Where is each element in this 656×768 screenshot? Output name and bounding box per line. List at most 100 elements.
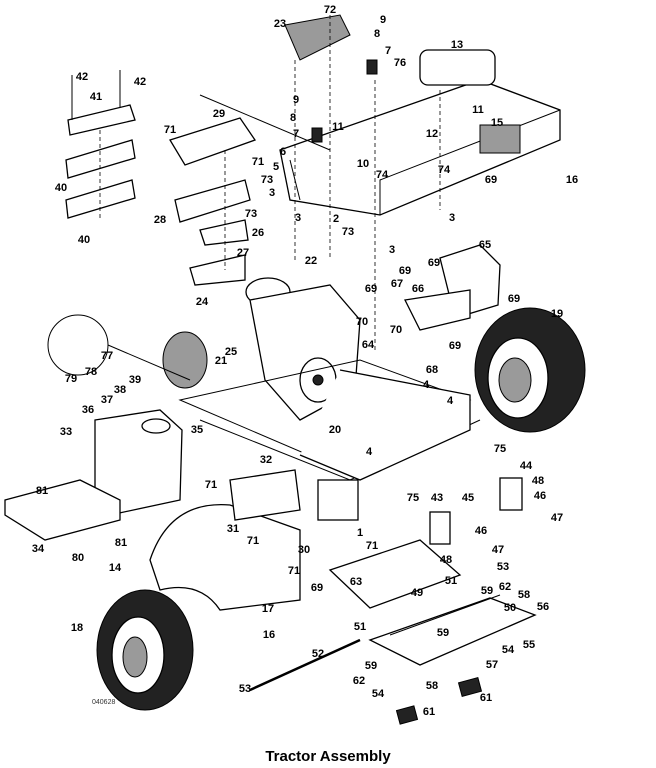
- callout-33: 33: [60, 426, 72, 438]
- callout-62: 62: [353, 675, 365, 687]
- callout-4: 4: [447, 395, 454, 407]
- callout-5: 5: [273, 161, 279, 173]
- callout-3: 3: [269, 187, 275, 199]
- callout-4: 4: [366, 446, 373, 458]
- callout-35: 35: [191, 424, 203, 436]
- callout-25: 25: [225, 346, 237, 358]
- callout-14: 14: [109, 562, 122, 574]
- footrest-55: [368, 597, 537, 666]
- callout-6: 6: [280, 146, 286, 158]
- callout-79: 79: [65, 373, 77, 385]
- callout-1: 1: [357, 527, 363, 539]
- callout-16: 16: [566, 174, 578, 186]
- rear-tire-right: [474, 307, 586, 433]
- callout-71: 71: [252, 156, 264, 168]
- callout-11: 11: [332, 121, 344, 133]
- callout-69: 69: [365, 283, 377, 295]
- callout-61: 61: [423, 706, 435, 718]
- callout-8: 8: [374, 28, 380, 40]
- callout-49: 49: [411, 587, 423, 599]
- callout-71: 71: [205, 479, 217, 491]
- callout-46: 46: [475, 525, 487, 537]
- callout-30: 30: [298, 544, 310, 556]
- callout-16: 16: [263, 629, 275, 641]
- callout-26: 26: [252, 227, 264, 239]
- fender-14: [149, 503, 301, 611]
- callout-18: 18: [71, 622, 83, 634]
- callout-37: 37: [101, 394, 113, 406]
- callout-81: 81: [36, 485, 48, 497]
- callout-69: 69: [449, 340, 461, 352]
- callout-73: 73: [245, 208, 257, 220]
- callout-45: 45: [462, 492, 474, 504]
- callout-24: 24: [196, 296, 209, 308]
- callout-59: 59: [437, 627, 449, 639]
- callout-12: 12: [426, 128, 438, 140]
- callout-36: 36: [82, 404, 94, 416]
- callout-68: 68: [426, 364, 438, 376]
- callout-42: 42: [134, 76, 146, 88]
- callout-61: 61: [480, 692, 492, 704]
- callout-71: 71: [164, 124, 176, 136]
- callout-75: 75: [494, 443, 506, 455]
- callout-47: 47: [492, 544, 504, 556]
- callout-3: 3: [389, 244, 395, 256]
- callout-48: 48: [440, 554, 452, 566]
- callout-20: 20: [329, 424, 341, 436]
- callout-53: 53: [497, 561, 509, 573]
- callout-66: 66: [412, 283, 424, 295]
- callout-69: 69: [508, 293, 520, 305]
- callout-23: 23: [274, 18, 286, 30]
- callout-21: 21: [215, 355, 227, 367]
- callout-78: 78: [85, 366, 97, 378]
- seat-cover-23: [284, 14, 351, 61]
- callout-80: 80: [72, 552, 84, 564]
- storage-tray-13: [419, 49, 496, 86]
- callout-75: 75: [407, 492, 419, 504]
- callout-57: 57: [486, 659, 498, 671]
- callout-69: 69: [485, 174, 497, 186]
- callout-51: 51: [445, 575, 457, 587]
- callout-77: 77: [101, 350, 113, 362]
- callout-29: 29: [213, 108, 225, 120]
- callout-59: 59: [365, 660, 377, 672]
- callout-31: 31: [227, 523, 239, 535]
- callout-3: 3: [449, 212, 455, 224]
- callout-11: 11: [472, 104, 484, 116]
- callout-32: 32: [260, 454, 272, 466]
- callout-55: 55: [523, 639, 535, 651]
- callout-15: 15: [491, 117, 503, 129]
- callout-76: 76: [394, 57, 406, 69]
- callout-50: 50: [504, 602, 516, 614]
- callout-7: 7: [385, 45, 391, 57]
- callout-73: 73: [342, 226, 354, 238]
- callout-70: 70: [390, 324, 402, 336]
- callout-51: 51: [354, 621, 366, 633]
- callout-69: 69: [311, 582, 323, 594]
- floor-plate-63: [328, 539, 462, 609]
- callout-42: 42: [76, 71, 88, 83]
- callout-27: 27: [237, 247, 249, 259]
- bracket-41: [67, 104, 136, 136]
- callout-81: 81: [115, 537, 127, 549]
- callout-43: 43: [431, 492, 443, 504]
- callout-71: 71: [288, 565, 300, 577]
- callout-69: 69: [428, 257, 440, 269]
- callout-8: 8: [290, 112, 296, 124]
- callout-34: 34: [32, 543, 45, 555]
- callout-71: 71: [247, 535, 259, 547]
- callout-44: 44: [520, 460, 533, 472]
- callout-48: 48: [532, 475, 544, 487]
- callout-65: 65: [479, 239, 491, 251]
- callout-38: 38: [114, 384, 126, 396]
- callout-72: 72: [324, 4, 336, 16]
- callout-9: 9: [380, 14, 386, 26]
- drawing-code: 040628: [92, 699, 116, 706]
- callout-4: 4: [423, 379, 430, 391]
- callout-10: 10: [357, 158, 369, 170]
- diagram-title: Tractor Assembly: [265, 748, 391, 765]
- callout-69: 69: [399, 265, 411, 277]
- callout-53: 53: [239, 683, 251, 695]
